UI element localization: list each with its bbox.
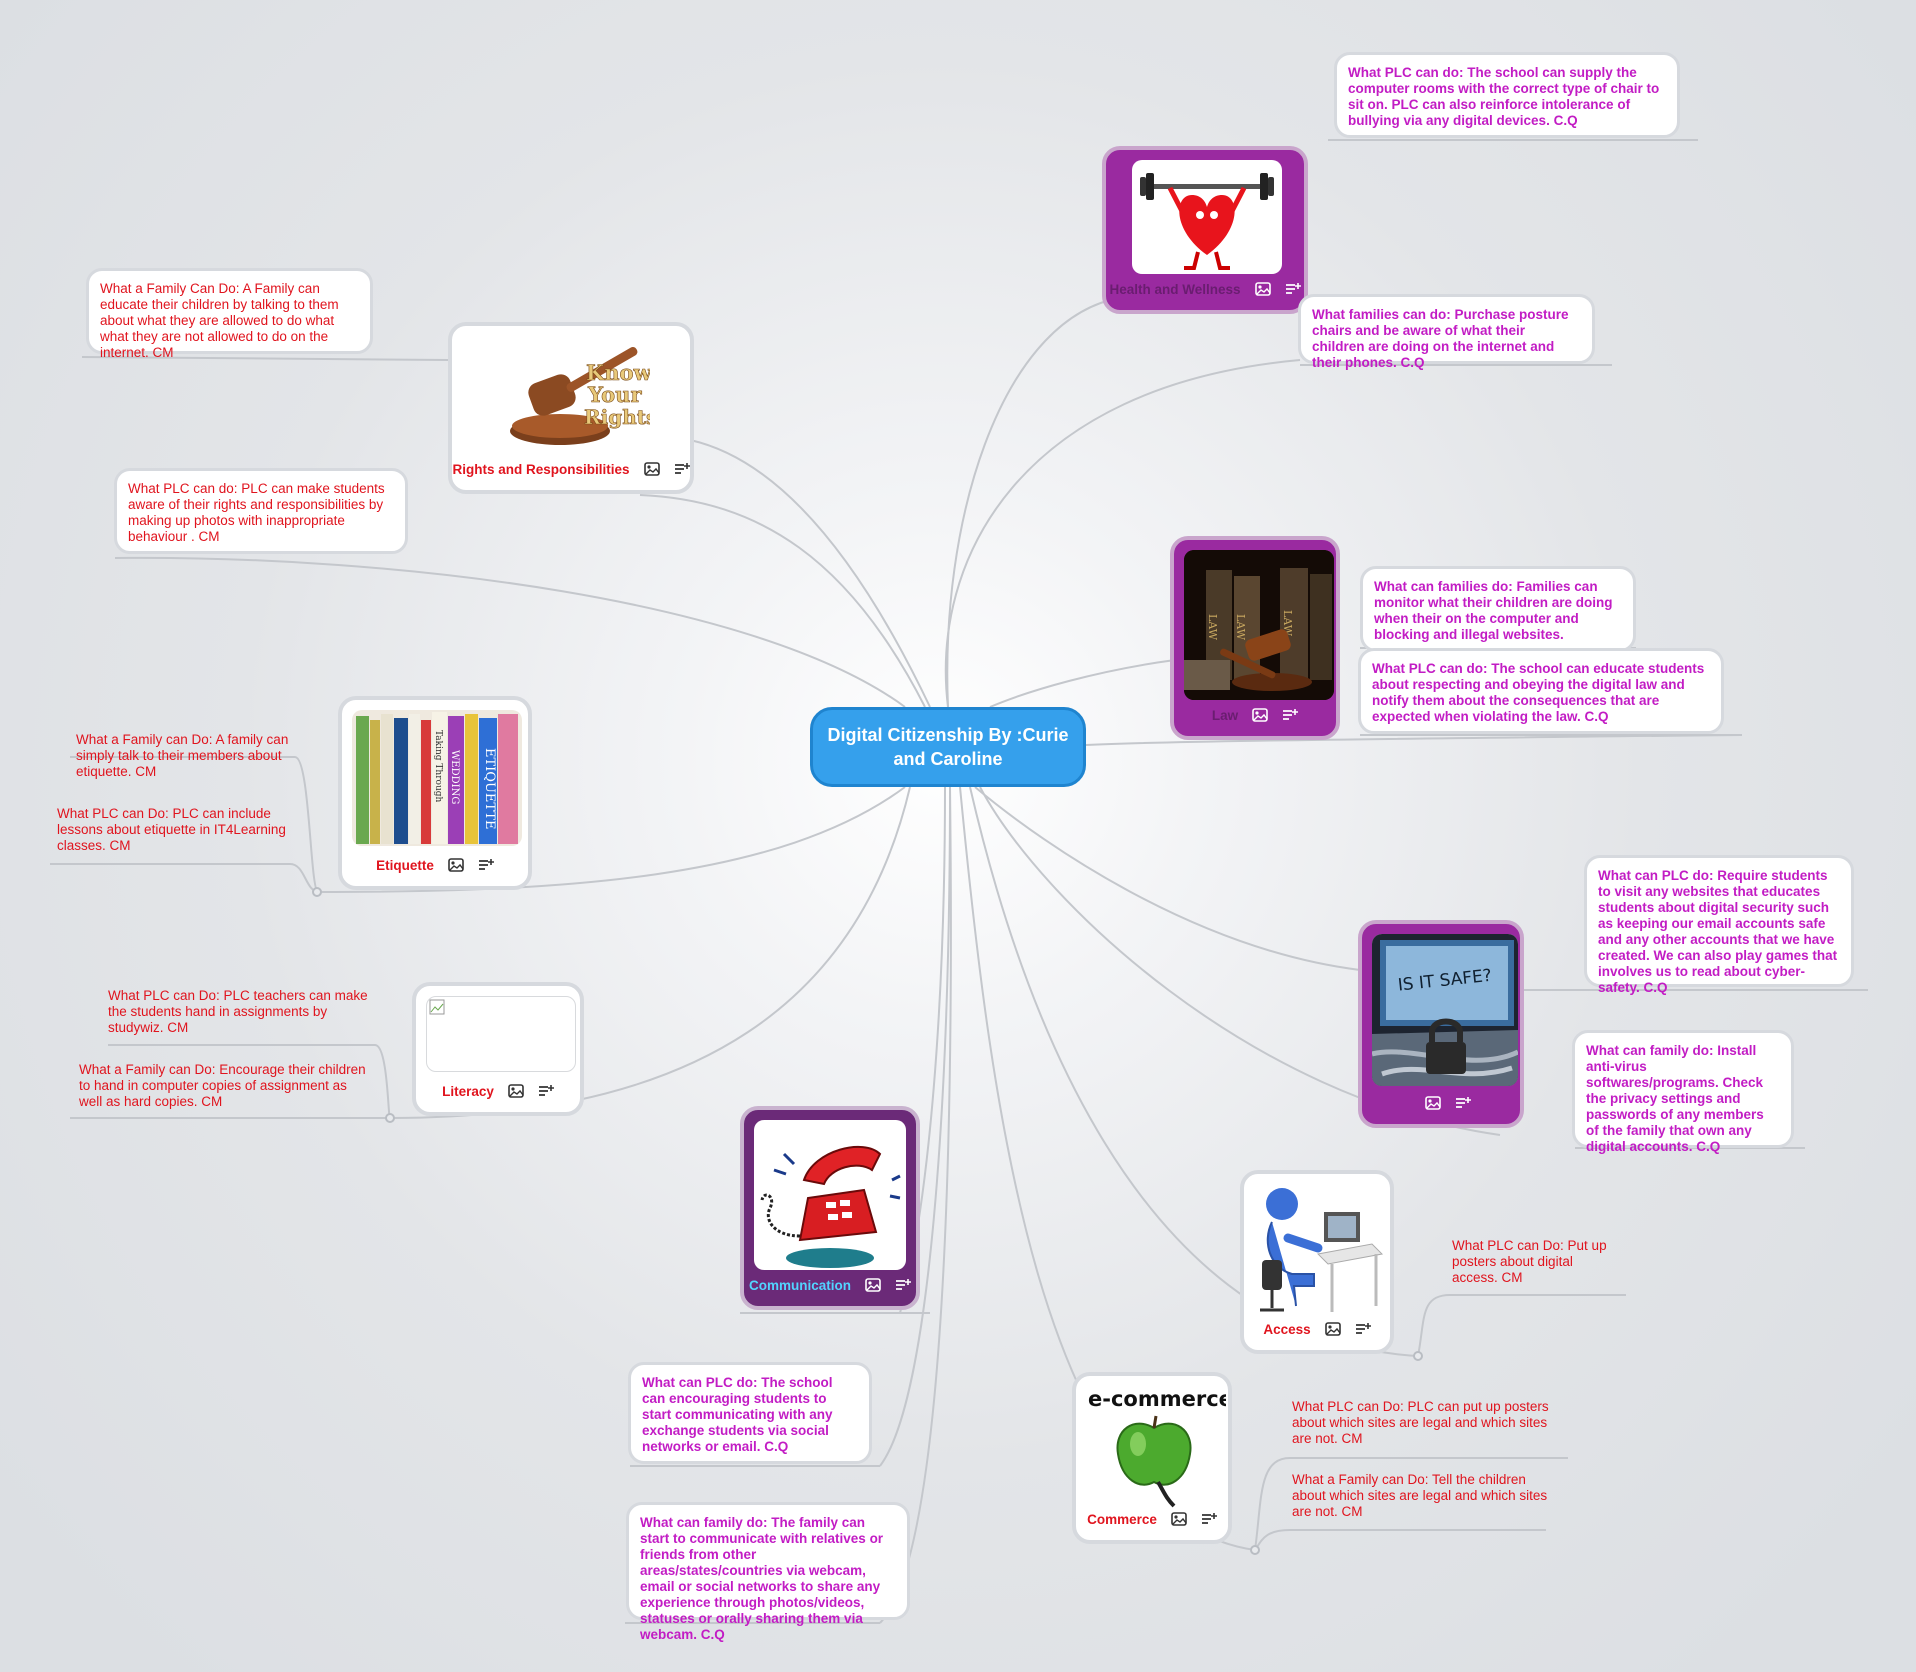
broken-image xyxy=(426,996,576,1072)
notes-icon[interactable] xyxy=(1355,1322,1371,1336)
note-commerce-family[interactable]: What a Family can Do: Tell the children … xyxy=(1292,1472,1548,1519)
red-telephone-image xyxy=(754,1120,906,1270)
topic-label: Law xyxy=(1211,707,1239,723)
heart-lifting-barbell-image xyxy=(1132,160,1282,274)
topic-label: Literacy xyxy=(442,1083,494,1099)
notes-icon[interactable] xyxy=(1201,1512,1217,1526)
image-icon[interactable] xyxy=(1171,1512,1187,1526)
topic-communication[interactable]: Communication xyxy=(740,1106,920,1310)
note-rights-family[interactable]: What a Family Can Do: A Family can educa… xyxy=(86,268,373,360)
image-icon[interactable] xyxy=(865,1278,881,1292)
note-literacy-family[interactable]: What a Family can Do: Encourage their ch… xyxy=(79,1062,366,1109)
line-rights-note2 xyxy=(114,556,906,708)
notes-icon[interactable] xyxy=(895,1278,911,1292)
is-it-safe-laptop-image: IS IT SAFE? xyxy=(1372,934,1518,1086)
note-safety-family[interactable]: What can family do: Install anti-virus s… xyxy=(1572,1030,1794,1154)
book-spine-text: LAW xyxy=(1234,614,1247,641)
note-health-plc[interactable]: What PLC can do: The school can supply t… xyxy=(1334,52,1680,138)
notes-icon[interactable] xyxy=(1285,282,1301,296)
line-law-plc xyxy=(1085,734,1741,746)
topic-label: Commerce xyxy=(1087,1511,1157,1527)
image-icon[interactable] xyxy=(448,858,464,872)
line-health-family xyxy=(944,359,1301,708)
note-health-family[interactable]: What families can do: Purchase posture c… xyxy=(1298,294,1595,370)
image-icon[interactable] xyxy=(643,462,660,476)
image-icon[interactable] xyxy=(1324,1322,1341,1336)
book-spine-text: LAW xyxy=(1206,614,1219,641)
line-etiquette xyxy=(317,786,906,893)
image-icon[interactable] xyxy=(508,1084,524,1098)
line-rights xyxy=(689,439,931,708)
notes-icon[interactable] xyxy=(674,462,690,476)
note-literacy-plc[interactable]: What PLC can Do: PLC teachers can make t… xyxy=(108,988,368,1035)
note-law-family[interactable]: What can families do: Families can monit… xyxy=(1360,566,1636,652)
note-law-plc[interactable]: What PLC can do: The school can educate … xyxy=(1358,648,1724,734)
e-commerce-logo-text: e-commerce xyxy=(1088,1387,1226,1411)
line-law xyxy=(989,659,1176,708)
note-communication-family[interactable]: What can family do: The family can start… xyxy=(626,1502,910,1642)
junction-dot[interactable] xyxy=(1250,1545,1260,1555)
topic-law[interactable]: LAW LAW LAW Law xyxy=(1170,536,1340,740)
etiquette-books-image: ETIQUETTE WEDDING Taking Through xyxy=(352,710,522,846)
svg-text:Your: Your xyxy=(587,382,642,407)
topic-label: Access xyxy=(1263,1321,1311,1337)
image-icon[interactable] xyxy=(1254,282,1271,296)
book-spine-text: ETIQUETTE xyxy=(482,748,497,829)
image-icon[interactable] xyxy=(1425,1096,1441,1110)
image-icon[interactable] xyxy=(1252,708,1268,722)
topic-label: Rights and Responsibilities xyxy=(452,461,630,477)
topic-label: Etiquette xyxy=(376,857,434,873)
svg-text:Know: Know xyxy=(586,360,650,385)
topic-access[interactable]: Access xyxy=(1240,1170,1394,1354)
note-safety-plc[interactable]: What can PLC do: Require students to vis… xyxy=(1584,855,1854,995)
topic-label: Communication xyxy=(748,1277,851,1293)
note-etiquette-plc[interactable]: What PLC can Do: PLC can include lessons… xyxy=(57,806,286,853)
note-access-plc[interactable]: What PLC can Do: Put up posters about di… xyxy=(1452,1238,1607,1285)
notes-icon[interactable] xyxy=(1282,708,1299,722)
figure-at-computer-image xyxy=(1252,1182,1386,1318)
notes-icon[interactable] xyxy=(1455,1096,1471,1110)
topic-digital-security[interactable]: IS IT SAFE? xyxy=(1358,920,1524,1128)
topic-health-and-wellness[interactable]: Health and Wellness xyxy=(1102,146,1308,314)
notes-icon[interactable] xyxy=(538,1084,554,1098)
notes-icon[interactable] xyxy=(478,858,494,872)
note-rights-plc[interactable]: What PLC can do: PLC can make students a… xyxy=(114,468,408,554)
line-rights-plc xyxy=(639,494,926,708)
junction-dot[interactable] xyxy=(1413,1351,1423,1361)
law-books-gavel-image: LAW LAW LAW xyxy=(1184,550,1334,700)
broken-image-icon xyxy=(429,999,445,1015)
junction-dot[interactable] xyxy=(385,1113,395,1123)
topic-commerce[interactable]: e-commerce Commerce xyxy=(1072,1372,1232,1544)
note-communication-plc[interactable]: What can PLC do: The school can encourag… xyxy=(628,1362,872,1464)
line-comm-plc xyxy=(879,786,951,1467)
e-commerce-apple-image: e-commerce xyxy=(1084,1384,1226,1508)
topic-label: Health and Wellness xyxy=(1109,281,1241,297)
topic-literacy[interactable]: Literacy xyxy=(412,982,584,1116)
junction-dot[interactable] xyxy=(312,887,322,897)
topic-etiquette[interactable]: ETIQUETTE WEDDING Taking Through Etiquet… xyxy=(338,696,532,890)
gavel-know-your-rights-image: Know Your Rights xyxy=(500,336,650,456)
book-spine-text: WEDDING xyxy=(449,750,460,804)
svg-text:Rights: Rights xyxy=(584,405,650,429)
line-health xyxy=(946,299,1111,708)
central-title: Digital Citizenship By :Curie and Caroli… xyxy=(827,725,1069,769)
note-etiquette-family[interactable]: What a Family can Do: A family can simpl… xyxy=(76,732,289,779)
central-topic[interactable]: Digital Citizenship By :Curie and Caroli… xyxy=(810,707,1086,787)
topic-rights-and-responsibilities[interactable]: Know Your Rights Rights and Responsibili… xyxy=(448,322,694,494)
line-safety xyxy=(974,786,1361,971)
book-spine-text: Taking Through xyxy=(433,730,443,802)
note-commerce-plc[interactable]: What PLC can Do: PLC can put up posters … xyxy=(1292,1399,1549,1446)
